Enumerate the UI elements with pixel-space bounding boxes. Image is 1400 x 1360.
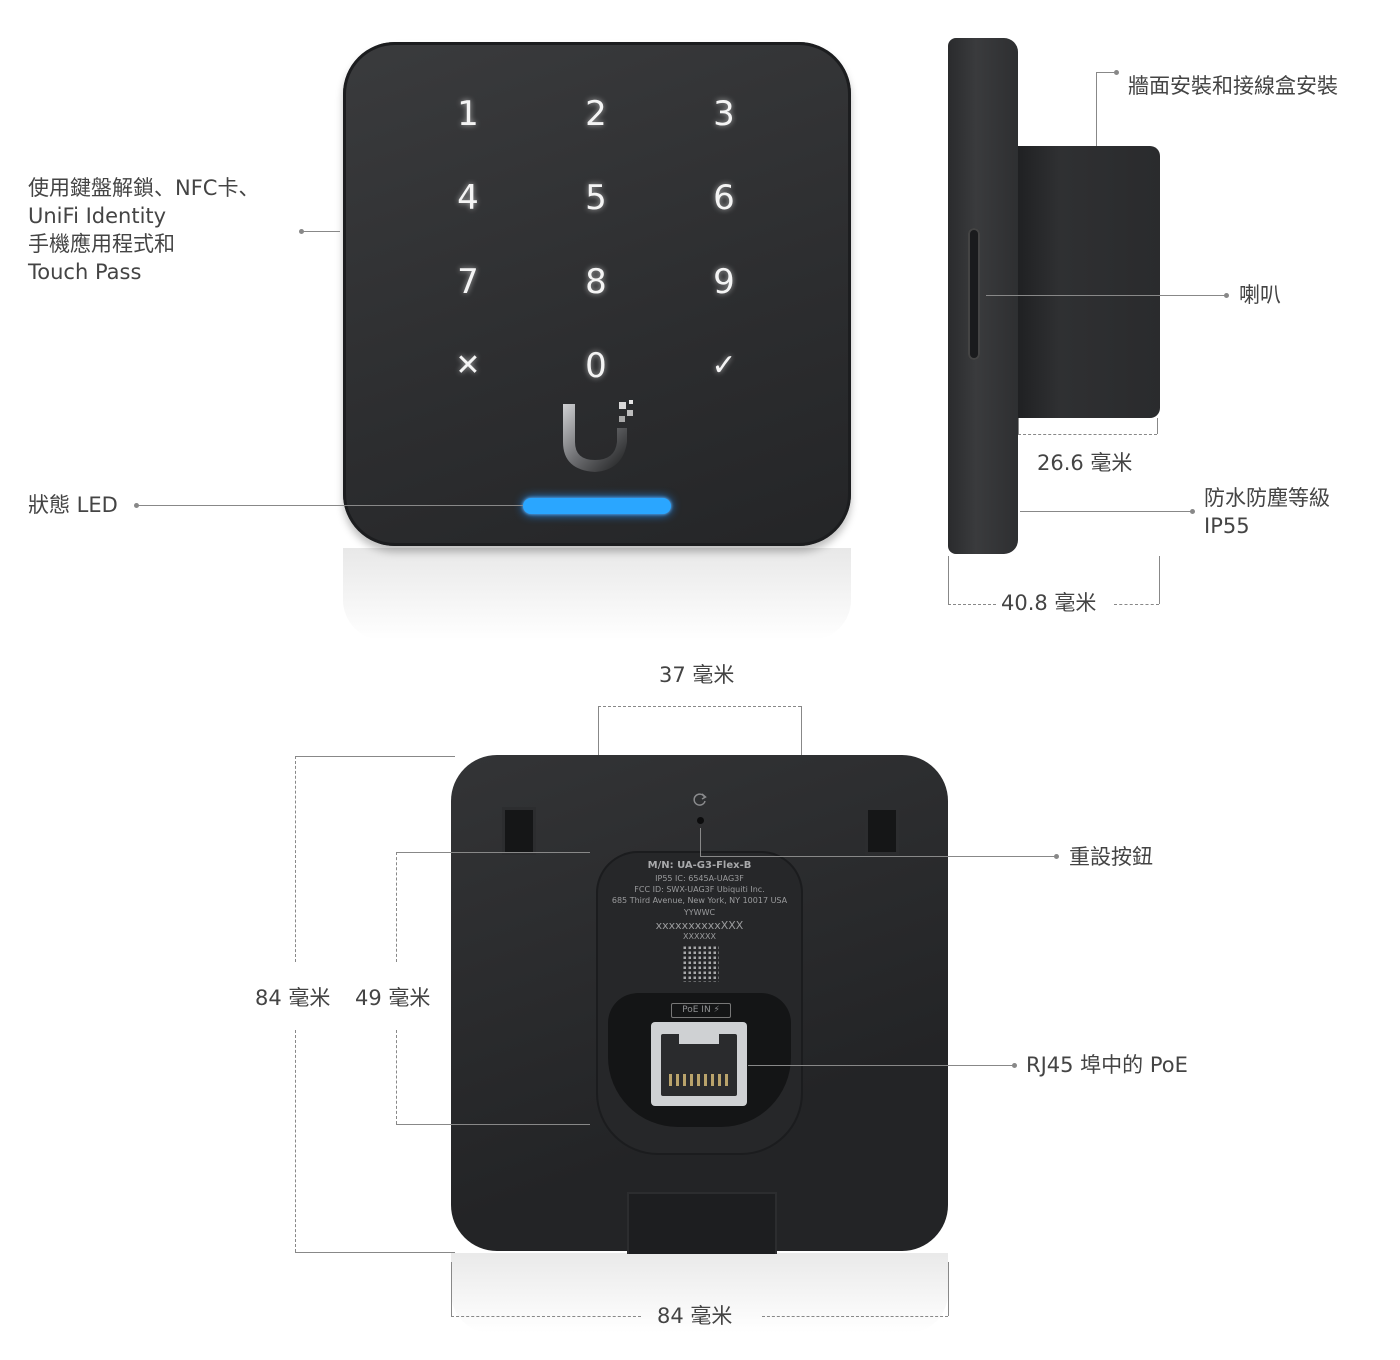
side-plate xyxy=(948,38,1018,554)
key-cancel[interactable]: ✕ xyxy=(455,348,481,383)
sticker-line-7: XXXXXX xyxy=(683,932,716,941)
reset-button[interactable] xyxy=(697,817,704,824)
callout-line xyxy=(986,295,1226,296)
side-junction-box xyxy=(1016,146,1160,418)
poe-in-text: PoE IN xyxy=(682,1005,711,1015)
unlock-line-4: Touch Pass xyxy=(28,260,142,284)
outer-height-label: 84 毫米 xyxy=(255,986,331,1010)
speaker-grille xyxy=(968,228,980,360)
sticker-model: M/N: UA-G3-Flex-B xyxy=(647,860,752,871)
dim-tick xyxy=(396,852,590,853)
callout-dot xyxy=(1114,70,1119,75)
callout-line xyxy=(302,231,340,232)
front-reflection xyxy=(343,548,851,640)
callout-dot xyxy=(1012,1063,1017,1068)
status-led-label: 狀態 LED xyxy=(28,493,118,517)
callout-line xyxy=(1020,511,1192,512)
unlock-line-2: UniFi Identity xyxy=(28,204,167,228)
callout-line xyxy=(137,505,523,506)
qr-code xyxy=(681,944,719,982)
callout-line xyxy=(700,856,1056,857)
sticker-line-2: IP55 IC: 6545A-UAG3F xyxy=(655,874,744,883)
dim-tick xyxy=(948,556,949,604)
inner-height-label: 49 毫米 xyxy=(355,986,431,1010)
dim-line xyxy=(295,756,296,962)
dim-line xyxy=(1114,604,1159,605)
key-confirm[interactable]: ✓ xyxy=(711,348,737,383)
key-8[interactable]: 8 xyxy=(585,262,607,302)
callout-dot xyxy=(1224,293,1229,298)
dim-tick xyxy=(396,1124,590,1125)
waterproof-label: 防水防塵等級 IP55 xyxy=(1204,484,1330,540)
speaker-label: 喇叭 xyxy=(1239,283,1281,307)
dim-tick xyxy=(948,1262,949,1316)
dim-line xyxy=(762,1316,948,1317)
dim-line xyxy=(396,852,397,962)
sticker-line-4: 685 Third Avenue, New York, NY 10017 USA xyxy=(611,896,788,905)
dim-line xyxy=(948,604,996,605)
dim-line xyxy=(396,1030,397,1124)
dim-tick xyxy=(451,1262,452,1316)
dim-tick xyxy=(1159,556,1160,604)
callout-dot xyxy=(1054,854,1059,859)
sticker-line-5: YYWWC xyxy=(683,908,716,917)
dim-line xyxy=(295,1030,296,1252)
dim-tick xyxy=(1018,418,1019,434)
unifi-logo-icon xyxy=(563,400,633,472)
keypad-front-panel: 1 2 3 4 5 6 7 8 9 ✕ 0 ✓ xyxy=(343,42,851,546)
waterproof-line-2: IP55 xyxy=(1204,514,1250,538)
key-1[interactable]: 1 xyxy=(457,94,479,134)
port-label: RJ45 埠中的 PoE xyxy=(1026,1053,1188,1077)
rj45-socket xyxy=(661,1034,737,1096)
key-6[interactable]: 6 xyxy=(713,178,735,218)
mount-slot-left xyxy=(502,807,536,855)
callout-dot xyxy=(1190,509,1195,514)
unlock-methods-label: 使用鍵盤解鎖、NFC卡、 UniFi Identity 手機應用程式和 Touc… xyxy=(28,174,259,286)
key-7[interactable]: 7 xyxy=(457,262,479,302)
unlock-line-1: 使用鍵盤解鎖、NFC卡、 xyxy=(28,176,260,200)
bottom-tab xyxy=(627,1192,777,1254)
mount-label: 牆面安裝和接線盒安裝 xyxy=(1128,74,1338,98)
poe-in-badge: PoE IN ⚡ xyxy=(671,1003,731,1018)
key-5[interactable]: 5 xyxy=(585,178,607,218)
reset-icon xyxy=(693,793,707,806)
callout-dot xyxy=(299,229,304,234)
key-9[interactable]: 9 xyxy=(713,262,735,302)
callout-line xyxy=(1096,72,1116,73)
dim-tick xyxy=(295,756,455,757)
sticker-line-6: xxxxxxxxxxXXX xyxy=(655,919,744,932)
bottom-width-label: 84 毫米 xyxy=(657,1304,733,1328)
mount-slot-right xyxy=(865,807,899,855)
callout-line xyxy=(700,828,701,856)
unlock-line-3: 手機應用程式和 xyxy=(28,232,175,256)
dim-tick xyxy=(295,1252,455,1253)
rj45-pins xyxy=(669,1074,729,1086)
key-4[interactable]: 4 xyxy=(457,178,479,218)
top-width-label: 37 毫米 xyxy=(659,663,735,687)
callout-line xyxy=(748,1065,1014,1066)
dim-line xyxy=(1018,434,1157,435)
callout-dot xyxy=(134,503,139,508)
lightning-icon: ⚡ xyxy=(713,1005,720,1015)
waterproof-line-1: 防水防塵等級 xyxy=(1204,486,1330,510)
dim-line xyxy=(598,706,801,707)
rj45-latch xyxy=(679,1034,719,1044)
dim-line xyxy=(451,1316,641,1317)
status-led xyxy=(523,498,671,514)
key-3[interactable]: 3 xyxy=(713,94,735,134)
box-depth-label: 26.6 毫米 xyxy=(1037,451,1133,475)
sticker-line-3: FCC ID: SWX-UAG3F Ubiquiti Inc. xyxy=(634,885,765,894)
dim-tick xyxy=(1157,418,1158,434)
back-reflection xyxy=(451,1253,948,1333)
key-0[interactable]: 0 xyxy=(585,346,607,386)
key-2[interactable]: 2 xyxy=(585,94,607,134)
reset-label: 重設按鈕 xyxy=(1069,845,1153,869)
total-depth-label: 40.8 毫米 xyxy=(1001,591,1097,615)
callout-line xyxy=(1096,72,1097,146)
